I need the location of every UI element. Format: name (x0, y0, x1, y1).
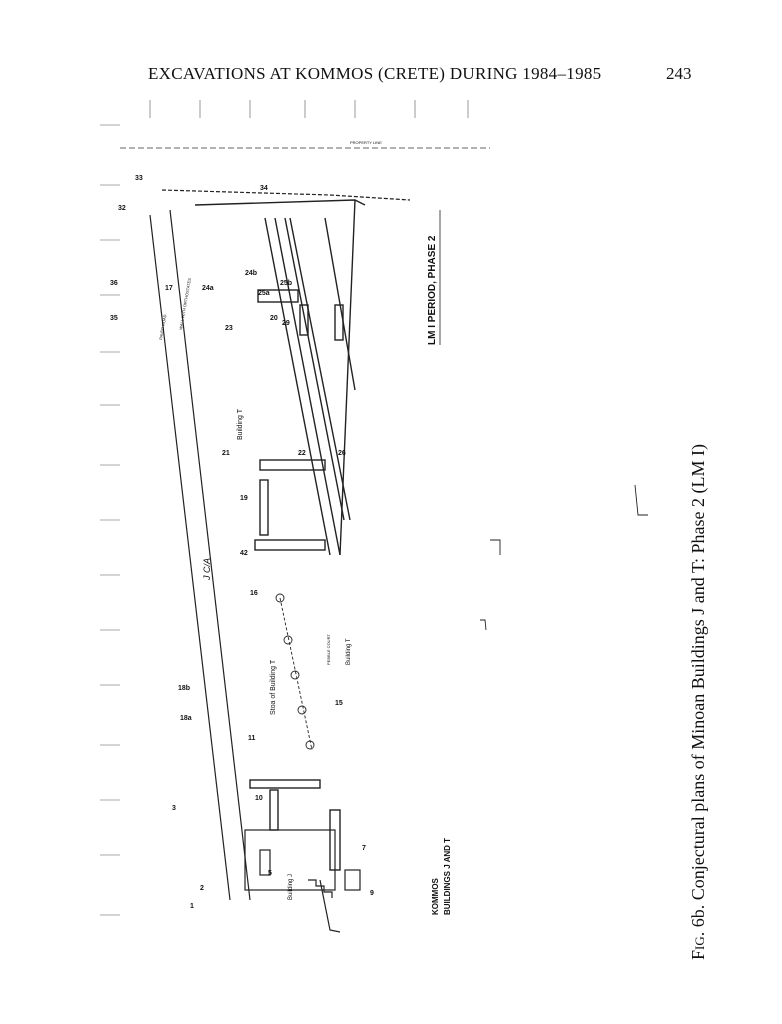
room-10: 10 (255, 795, 263, 802)
plan-title-line2: BUILDINGS J AND T (443, 838, 452, 915)
stoa-label: Stoa of Building T (270, 659, 277, 715)
property-line-label: PROPERTY LINE (350, 140, 382, 145)
room-33: 33 (135, 175, 143, 182)
room-3: 3 (172, 805, 176, 812)
caption-fig-abbr: Fig. (688, 931, 708, 960)
grid-ticks-left (100, 124, 120, 916)
building-j-label: Building J (288, 874, 294, 900)
figure-caption: Fig. 6b. Conjectural plans of Minoan Bui… (688, 280, 712, 960)
room-24a: 24a (202, 285, 214, 292)
site-plan-figure: PROPERTY LINE (90, 100, 700, 950)
room-32: 32 (118, 205, 126, 212)
room-19: 19 (240, 495, 248, 502)
building-t-south-label: Building T (346, 638, 352, 665)
room-11: 11 (248, 735, 256, 742)
room-2: 2 (200, 885, 204, 892)
room-26: 26 (338, 450, 346, 457)
room-21: 21 (222, 450, 230, 457)
building-t-north-label: Building T (237, 408, 244, 440)
stoa-columns (275, 593, 315, 751)
room-15: 15 (335, 700, 343, 707)
room-number-labels: 1 2 3 10 11 15 16 17 18a 18b 19 20 21 22… (110, 175, 374, 910)
room-20: 20 (270, 315, 278, 322)
room-7: 7 (362, 845, 366, 852)
caption-text: 6b. Conjectural plans of Minoan Building… (688, 444, 708, 932)
long-walls (149, 189, 411, 901)
room-18a: 18a (180, 715, 192, 722)
site-plan-drawing: PROPERTY LINE (100, 100, 648, 933)
room-29: 29 (282, 320, 290, 327)
pebble-court-label: PEBBLE COURT (326, 634, 331, 665)
grid-ticks-top (149, 100, 469, 118)
room-17: 17 (165, 285, 173, 292)
room-5: 5 (268, 870, 272, 877)
room-24b: 24b (245, 270, 257, 277)
building-j-outline (244, 829, 361, 933)
room-34: 34 (260, 185, 268, 192)
running-title: EXCAVATIONS AT KOMMOS (CRETE) DURING 198… (148, 64, 602, 83)
plan-title-line1: KOMMOS (431, 877, 440, 915)
room-35: 35 (110, 315, 118, 322)
page-number: 243 (666, 64, 692, 83)
room-36: 36 (110, 280, 118, 287)
running-head: EXCAVATIONS AT KOMMOS (CRETE) DURING 198… (0, 64, 782, 88)
room-9: 9 (370, 890, 374, 897)
handwritten-note: J C/A (202, 558, 212, 581)
room-18b: 18b (178, 685, 190, 692)
room-25a: 25a (258, 290, 270, 297)
room-42: 42 (240, 550, 248, 557)
paved-road-label: PAVED ROAD (158, 314, 167, 340)
building-t-outline (194, 199, 366, 871)
wall-orthostates-label: WALL WITH ORTHOSTATES (178, 277, 192, 330)
detached-features (480, 484, 648, 631)
room-22: 22 (298, 450, 306, 457)
room-23: 23 (225, 325, 233, 332)
period-label: LM I PERIOD, PHASE 2 (427, 235, 438, 345)
room-1: 1 (190, 903, 194, 910)
room-25b: 25b (280, 280, 292, 287)
room-16: 16 (250, 590, 258, 597)
